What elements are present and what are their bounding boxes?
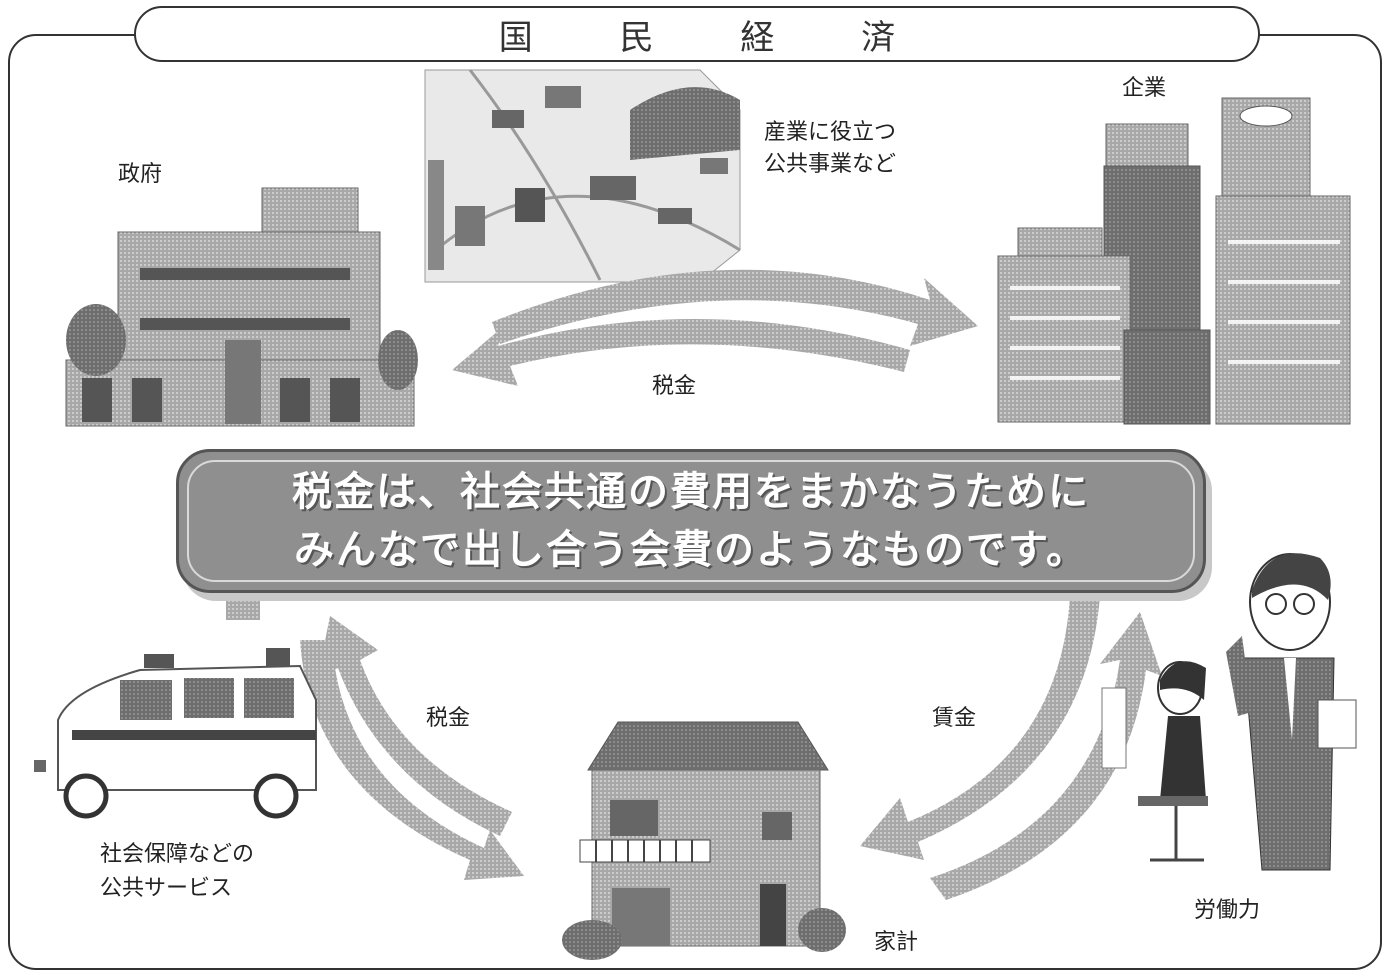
enterprise-buildings-icon (997, 97, 1351, 425)
label-labor: 労働力 (1194, 898, 1261, 923)
tax-message-banner: 税金は、社会共通の費用をまかなうために みんなで出し合う会費のようなものです。 (176, 449, 1206, 593)
banner-inner-border (187, 460, 1195, 582)
public-works-scene-icon (424, 69, 741, 283)
label-public-works-line1: 産業に役立つ (764, 120, 897, 145)
arrow-social-services-down (300, 640, 524, 880)
arrow-household-tax-up (318, 616, 512, 836)
arrow-public-works-to-enterprise (492, 269, 978, 346)
label-enterprise: 企業 (1122, 76, 1167, 101)
government-building-icon (65, 187, 418, 427)
house-icon (562, 721, 846, 960)
label-social-security-line1: 社会保障などの (100, 842, 255, 867)
label-tax-top: 税金 (652, 374, 697, 399)
arrow-labor-to-enterprise (930, 612, 1162, 900)
banner-line-2: みんなで出し合う会費のようなものです。 (294, 527, 1088, 573)
banner-line-1: 税金は、社会共通の費用をまかなうために (292, 469, 1090, 515)
arrow-government-to-services (226, 596, 260, 620)
arrow-wages-to-household (860, 596, 1100, 860)
label-social-security-line2: 公共サービス (100, 876, 233, 901)
label-public-works-line2: 公共事業など (764, 152, 897, 177)
title-banner: 国 民 経 済 (134, 6, 1260, 62)
label-wages: 賃金 (932, 706, 977, 731)
label-household: 家計 (874, 930, 919, 955)
label-government: 政府 (118, 162, 163, 187)
workers-icon (1101, 553, 1357, 871)
page-title: 国 民 経 済 (498, 17, 934, 58)
arrow-enterprise-tax-to-government (452, 318, 910, 386)
ambulance-icon (34, 648, 317, 819)
label-tax-left: 税金 (426, 706, 471, 731)
